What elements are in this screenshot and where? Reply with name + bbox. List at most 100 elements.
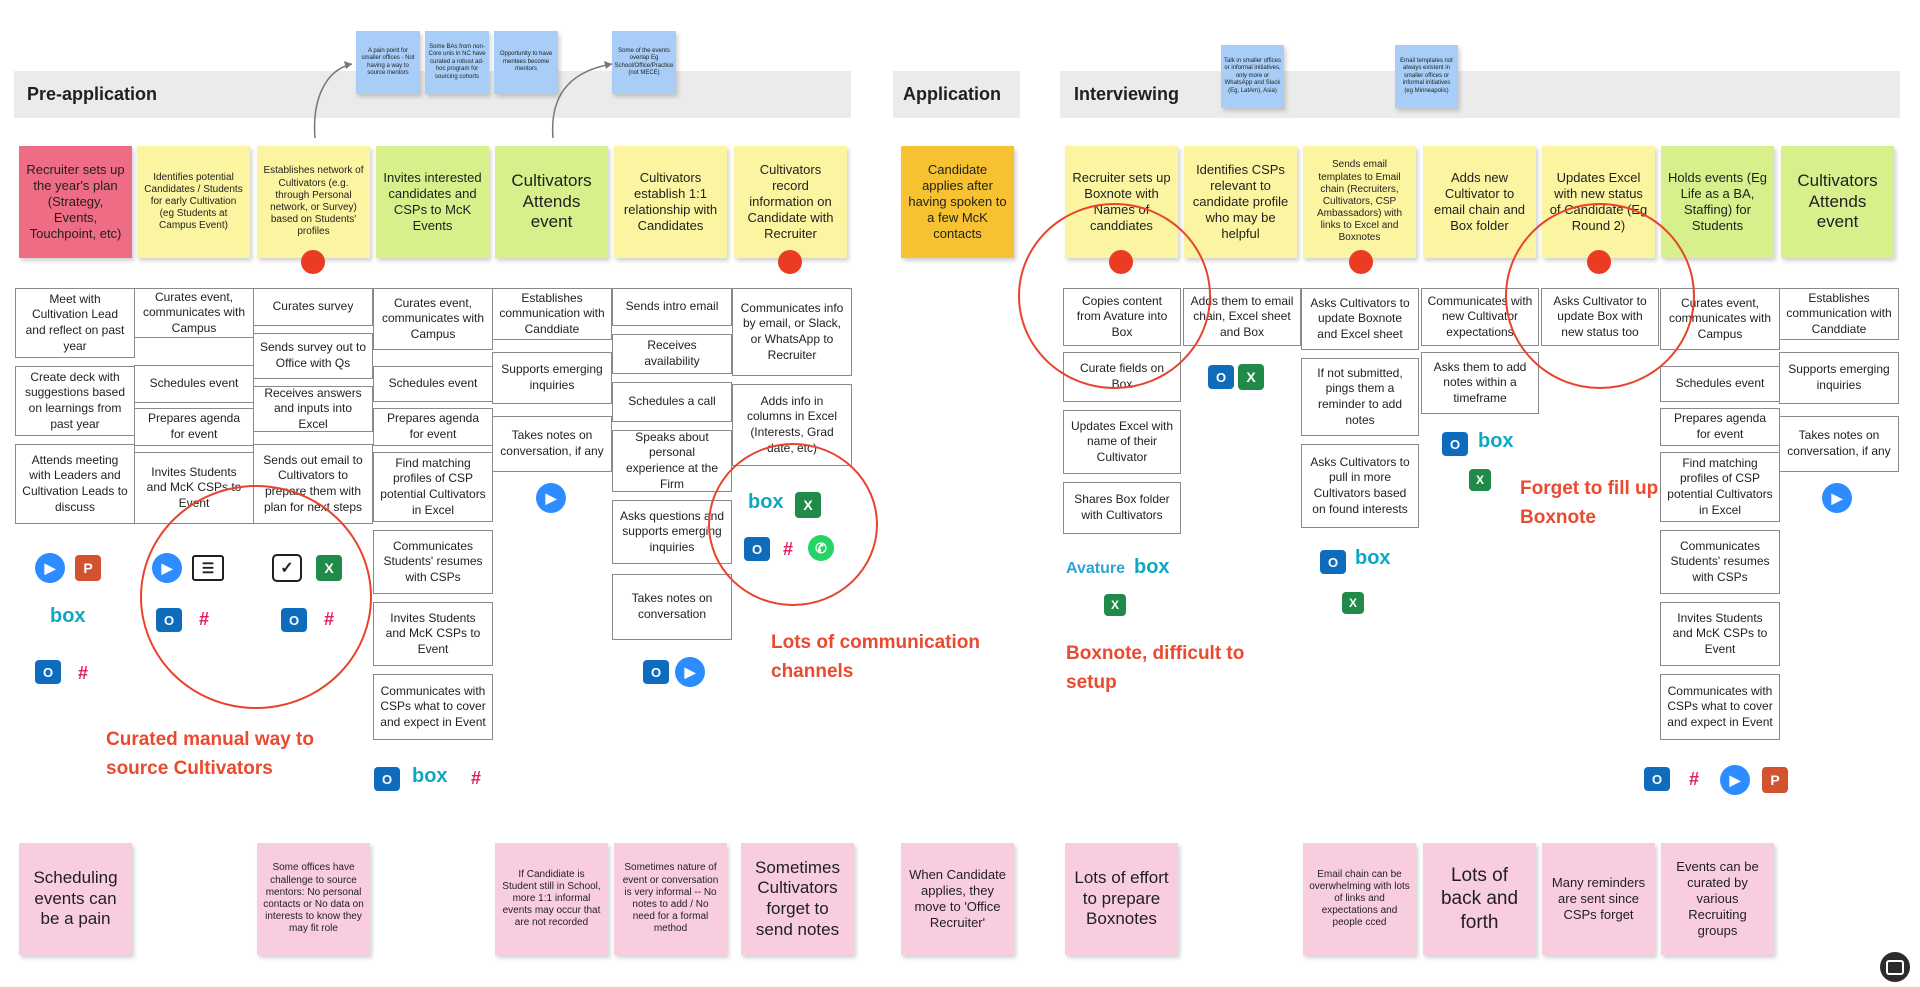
step-c3-2: Sends survey out to Office with Qs — [253, 333, 373, 379]
step-c2-2: Schedules event — [134, 365, 254, 403]
phase-title-application: Application — [903, 84, 1001, 104]
excel-icon: X — [1469, 469, 1491, 491]
pain-point-5: Sometimes Cultivators forget to send not… — [741, 843, 854, 955]
step-c14-7: Communicates with CSPs what to cover and… — [1660, 674, 1780, 740]
step-c14-4: Find matching profiles of CSP potential … — [1660, 452, 1780, 522]
step-c15-1: Establishes communication with Canddiate — [1779, 288, 1899, 340]
phase-bar-application — [893, 71, 1020, 118]
phase-title-pre-application: Pre-application — [27, 84, 158, 104]
box-logo: box — [1355, 547, 1391, 569]
outlook-icon: O — [1320, 550, 1346, 574]
zoom-icon: ▶ — [35, 553, 65, 583]
excel-icon: X — [1104, 594, 1126, 616]
step-c4-7: Communicates with CSPs what to cover and… — [373, 674, 493, 740]
header-cultivators-record: Cultivators record information on Candid… — [734, 146, 847, 258]
step-c6-2: Receives availability — [612, 334, 732, 374]
step-c14-6: Invites Students and McK CSPs to Event — [1660, 602, 1780, 666]
pain-point-11: Events can be curated by various Recruit… — [1661, 843, 1774, 955]
pain-point-6: When Candidate applies, they move to 'Of… — [901, 843, 1014, 955]
step-c15-3: Takes notes on conversation, if any — [1779, 416, 1899, 472]
slack-icon: # — [470, 767, 481, 788]
chat-icon — [1886, 959, 1904, 975]
feedback-button[interactable] — [1880, 952, 1910, 982]
step-c12-2: Asks them to add notes within a timefram… — [1421, 352, 1539, 414]
step-c6-6: Takes notes on conversation — [612, 574, 732, 640]
slack-icon: # — [77, 662, 88, 683]
marker-dot-4 — [1349, 250, 1373, 274]
header-cultivators-relationship: Cultivators establish 1:1 relationship w… — [614, 146, 727, 258]
zoom-icon: ▶ — [1822, 483, 1852, 513]
step-c6-4: Speaks about personal experience at the … — [612, 430, 732, 492]
pain-point-7: Lots of effort to prepare Boxnotes — [1065, 843, 1178, 955]
slack-icon: # — [1688, 768, 1699, 789]
powerpoint-icon: P — [1762, 767, 1788, 793]
outlook-icon: O — [1644, 767, 1670, 791]
blue-sticky-4: Some of the events overlap Eg School/Off… — [612, 31, 676, 94]
step-c5-2: Supports emerging inquiries — [492, 352, 612, 404]
header-identifies-csps: Identifies CSPs relevant to candidate pr… — [1184, 146, 1297, 258]
avature-logo: Avature — [1066, 560, 1125, 577]
step-c1-1: Meet with Cultivation Lead and reflect o… — [15, 288, 135, 358]
step-c6-1: Sends intro email — [612, 288, 732, 326]
step-c11-2: If not submitted, pings them a reminder … — [1301, 358, 1419, 436]
blue-sticky-5: Talk in smaller offices or informal init… — [1221, 45, 1284, 108]
annotation-communication-channels: Lots of communication channels — [771, 632, 980, 682]
highlight-circle-2 — [708, 443, 878, 606]
pain-point-1: Scheduling events can be a pain — [19, 843, 132, 955]
highlight-circle-4 — [1505, 203, 1695, 389]
step-c5-1: Establishes communication with Canddiate — [492, 288, 612, 340]
step-c3-1: Curates survey — [253, 288, 373, 326]
phase-bar-interviewing — [1060, 71, 1900, 118]
step-c3-3: Receives answers and inputs into Excel — [253, 386, 373, 432]
step-c6-3: Schedules a call — [612, 382, 732, 422]
step-c14-2: Schedules event — [1660, 366, 1780, 402]
highlight-circle-3 — [1018, 203, 1211, 389]
step-c4-4: Find matching profiles of CSP potential … — [373, 452, 493, 522]
blue-sticky-6: Email templates not always existent in s… — [1395, 45, 1458, 108]
outlook-icon: O — [1208, 365, 1234, 389]
zoom-icon: ▶ — [1720, 765, 1750, 795]
blue-sticky-1: A pain point for smaller offices - Not h… — [356, 31, 420, 94]
step-c5-3: Takes notes on conversation, if any — [492, 416, 612, 472]
marker-dot-2 — [778, 250, 802, 274]
annotation-boxnote-difficult: Boxnote, difficult to setup — [1066, 643, 1245, 693]
marker-dot-1 — [301, 250, 325, 274]
step-c11-3: Asks Cultivators to pull in more Cultiva… — [1301, 444, 1419, 528]
step-c4-2: Schedules event — [373, 366, 493, 402]
box-logo: box — [412, 765, 448, 787]
header-sends-email-templates: Sends email templates to Email chain (Re… — [1303, 146, 1416, 258]
box-logo: box — [50, 605, 86, 627]
step-c14-5: Communicates Students' resumes with CSPs — [1660, 530, 1780, 594]
header-recruiter-plan: Recruiter sets up the year's plan (Strat… — [19, 146, 132, 258]
excel-icon: X — [1238, 364, 1264, 390]
zoom-icon: ▶ — [675, 657, 705, 687]
step-c9-4: Shares Box folder with Cultivators — [1063, 482, 1181, 534]
excel-icon: X — [1342, 592, 1364, 614]
phase-title-interviewing: Interviewing — [1074, 84, 1180, 104]
outlook-icon: O — [35, 660, 61, 684]
pain-point-4: Sometimes nature of event or conversatio… — [614, 843, 727, 955]
pain-point-8: Email chain can be overwhelming with lot… — [1303, 843, 1416, 955]
header-holds-events: Holds events (Eg Life as a BA, Staffing)… — [1661, 146, 1774, 258]
zoom-icon: ▶ — [536, 483, 566, 513]
step-c11-1: Asks Cultivators to update Boxnote and E… — [1301, 288, 1419, 350]
step-c1-3: Attends meeting with Leaders and Cultiva… — [15, 444, 135, 524]
pain-point-2: Some offices have challenge to source me… — [257, 843, 370, 955]
step-c4-1: Curates event, communicates with Campus — [373, 288, 493, 350]
highlight-circle-1 — [140, 485, 372, 709]
pain-point-3: If Candidiate is Student still in School… — [495, 843, 608, 955]
blue-sticky-2: Some BAs from non-Core unis in NC have c… — [425, 31, 489, 94]
box-logo: box — [1134, 556, 1170, 578]
step-c7-1: Communicates info by email, or Slack, or… — [732, 288, 852, 376]
header-identifies-candidates: Identifies potential Candidates / Studen… — [137, 146, 250, 258]
step-c4-6: Invites Students and McK CSPs to Event — [373, 602, 493, 666]
pain-point-10: Many reminders are sent since CSPs forge… — [1542, 843, 1655, 955]
annotation-forget-boxnote: Forget to fill up Boxnote — [1520, 478, 1659, 528]
header-cultivators-attend: Cultivators Attends event — [495, 146, 608, 258]
header-establishes-network: Establishes network of Cultivators (e.g.… — [257, 146, 370, 258]
step-c14-3: Prepares agenda for event — [1660, 408, 1780, 446]
step-c1-2: Create deck with suggestions based on le… — [15, 366, 135, 436]
annotation-curated-manual: Curated manual way to source Cultivators — [106, 729, 314, 779]
header-cultivators-attend-2: Cultivators Attends event — [1781, 146, 1894, 258]
outlook-icon: O — [1442, 432, 1468, 456]
